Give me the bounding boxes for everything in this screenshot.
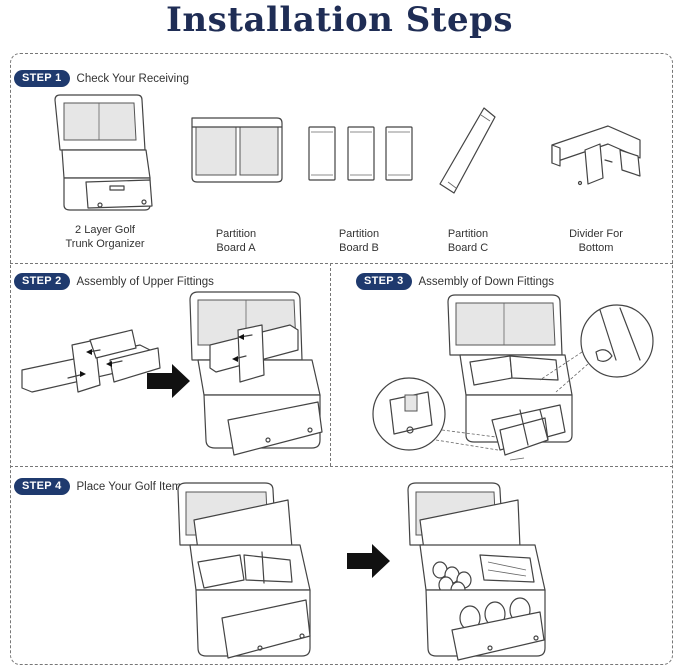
- right-arrow-icon: [147, 364, 190, 398]
- step-1-text: Check Your Receiving: [76, 72, 190, 85]
- trunk-organizer-icon: [54, 94, 153, 211]
- caption-board-c-line1: Partition: [447, 228, 489, 240]
- step-1: STEP 1 Check Your Receiving: [14, 70, 189, 87]
- page-title: Installation Steps: [165, 0, 514, 40]
- step-2-text: Assembly of Upper Fittings: [76, 275, 214, 288]
- divider-step2-3: [330, 263, 331, 466]
- caption-board-b-line2: Board B: [339, 242, 379, 254]
- caption-board-a-line1: Partition: [215, 228, 257, 240]
- organizer-filled: [407, 482, 546, 661]
- caption-board-b: Partition Board B: [309, 227, 409, 255]
- caption-organizer: 2 Layer Golf Trunk Organizer: [50, 223, 160, 251]
- caption-board-a: Partition Board A: [186, 227, 286, 255]
- step-3: STEP 3 Assembly of Down Fittings: [356, 273, 554, 290]
- partition-board-a-icon: [191, 117, 283, 183]
- step-3-text: Assembly of Down Fittings: [418, 275, 555, 288]
- divider-step3: [10, 466, 673, 467]
- caption-board-c-line2: Board C: [447, 242, 489, 254]
- upper-assembled-organizer: [189, 291, 323, 456]
- zoom-detail-left: [372, 377, 499, 451]
- steps-frame: [10, 53, 673, 665]
- upper-fittings-pieces: [21, 329, 161, 393]
- step-4-badge: STEP 4: [14, 478, 70, 495]
- partition-board-b-icon: [308, 126, 413, 181]
- step-4-text: Place Your Golf Items: [76, 480, 188, 493]
- bottom-divider-icon: [551, 125, 641, 186]
- step-2-badge: STEP 2: [14, 273, 70, 290]
- step-3-badge: STEP 3: [356, 273, 412, 290]
- zoom-detail-right: [539, 304, 654, 393]
- divider-step1: [10, 263, 673, 264]
- step-1-badge: STEP 1: [14, 70, 70, 87]
- caption-board-c: Partition Board C: [418, 227, 518, 255]
- caption-board-b-line1: Partition: [338, 228, 380, 240]
- partition-board-c-icon: [439, 107, 496, 194]
- caption-divider-line1: Divider For: [569, 228, 623, 240]
- step-4: STEP 4 Place Your Golf Items: [14, 478, 187, 495]
- caption-board-a-line2: Board A: [216, 242, 256, 254]
- caption-divider-line2: Bottom: [578, 242, 614, 254]
- organizer-empty: [177, 482, 311, 659]
- caption-organizer-line1: 2 Layer Golf: [75, 224, 135, 236]
- caption-organizer-line2: Trunk Organizer: [65, 238, 145, 250]
- right-arrow-icon: [347, 544, 390, 578]
- down-fittings-organizer: [447, 294, 573, 461]
- step-2: STEP 2 Assembly of Upper Fittings: [14, 273, 214, 290]
- caption-divider: Divider For Bottom: [546, 227, 646, 255]
